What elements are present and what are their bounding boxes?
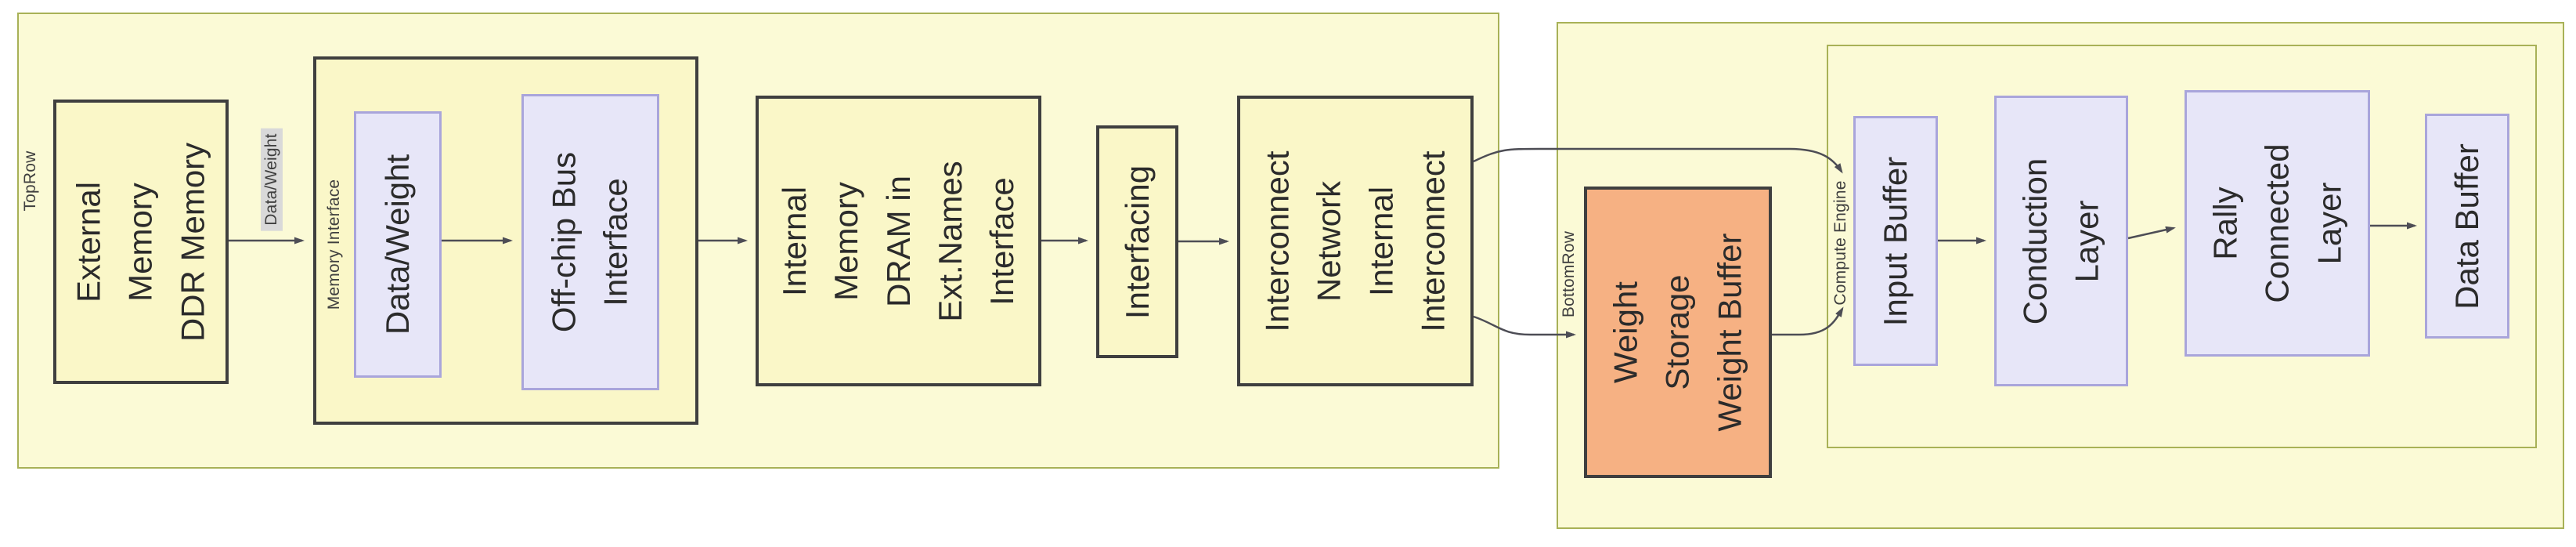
edge-label-data-weight: Data/Weight [261, 128, 283, 231]
container-compute-engine [1827, 45, 2537, 448]
block-interfacing-label: Interfacing [1118, 165, 1156, 319]
block-external-memory-label: External Memory DDR Memory [70, 142, 211, 342]
block-internal-memory-label: Internal Memory DRAM in Ext.Names Interf… [775, 160, 1021, 322]
block-data-weight: Data/Weight [354, 111, 442, 378]
label-compute-engine: Compute Engine [1831, 180, 1849, 306]
block-interfacing: Interfacing [1096, 125, 1178, 358]
block-data-weight-label: Data/Weight [378, 154, 416, 335]
block-data-buffer: Data Buffer [2425, 114, 2509, 339]
block-rally-connected-layer-label: Rally Connected Layer [2206, 143, 2347, 303]
block-weight-storage: Weight Storage Weight Buffer [1584, 187, 1772, 478]
block-interconnect: Interconnect Network Internal Interconne… [1237, 96, 1474, 386]
block-conduction-layer-label: Conduction Layer [2016, 158, 2105, 324]
block-offchip-bus-interface: Off-chip Bus Interface [521, 94, 659, 390]
block-rally-connected-layer: Rally Connected Layer [2185, 90, 2370, 357]
block-weight-storage-label: Weight Storage Weight Buffer [1607, 233, 1748, 432]
label-toprow: TopRow [21, 150, 39, 212]
label-memory-interface: Memory Interface [325, 179, 343, 310]
block-conduction-layer: Conduction Layer [1994, 96, 2128, 386]
block-external-memory: External Memory DDR Memory [53, 100, 229, 384]
block-offchip-bus-interface-label: Off-chip Bus Interface [545, 151, 634, 333]
block-data-buffer-label: Data Buffer [2448, 143, 2485, 310]
block-input-buffer-label: Input Buffer [1876, 156, 1914, 326]
block-internal-memory: Internal Memory DRAM in Ext.Names Interf… [756, 96, 1041, 386]
block-interconnect-label: Interconnect Network Internal Interconne… [1258, 150, 1452, 332]
block-input-buffer: Input Buffer [1853, 116, 1938, 366]
label-bottomrow: BottomRow [1560, 230, 1578, 318]
